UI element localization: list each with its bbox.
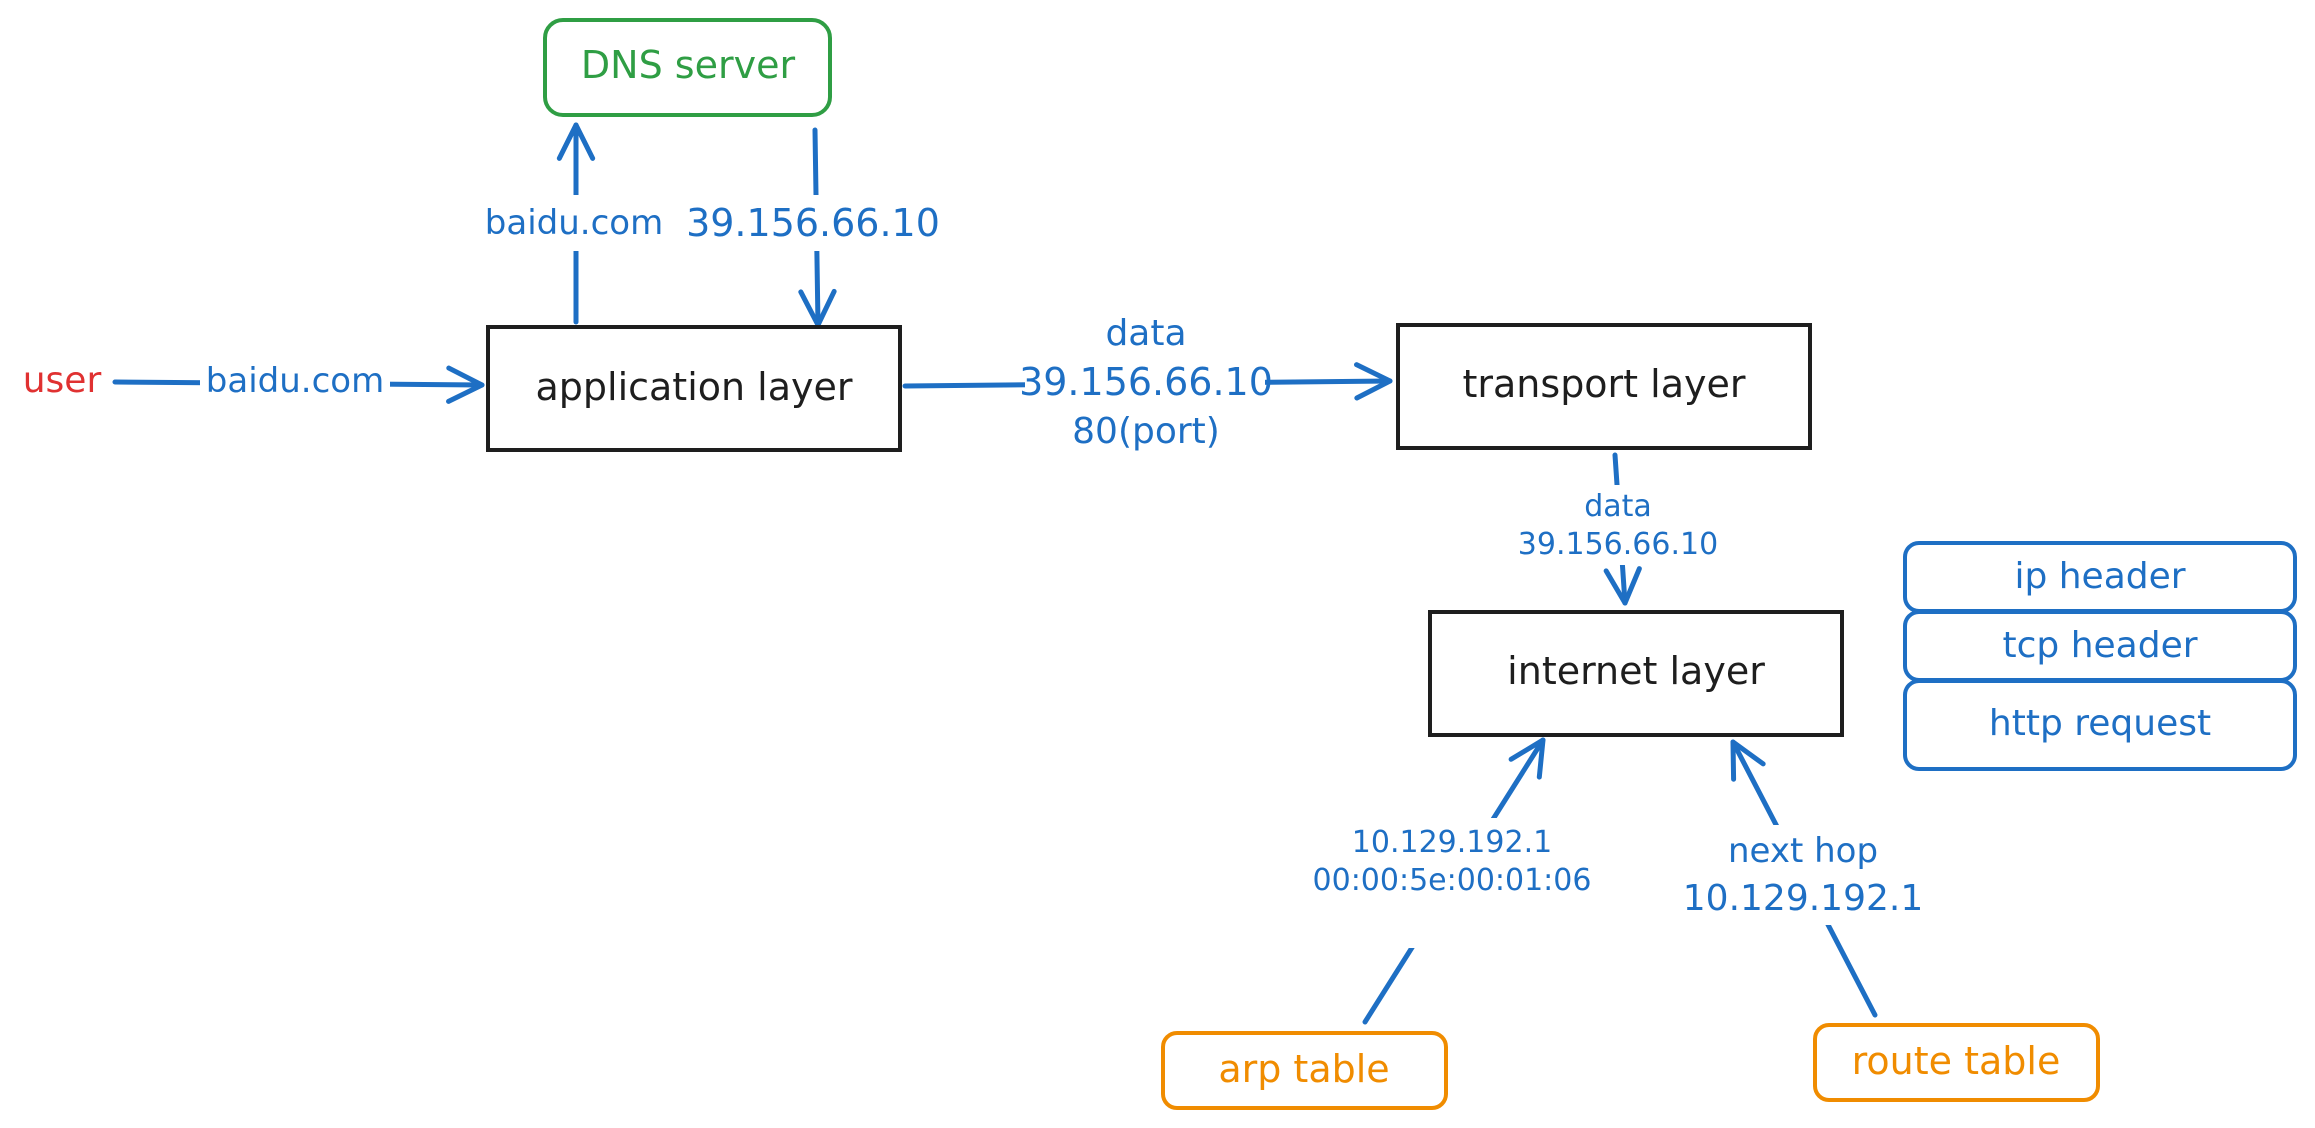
application-layer-frame [486,325,902,452]
internet-layer-label: internet layer [1507,649,1765,693]
app-to-transport-port-label: 80(port) [1072,411,1220,452]
arp-ip-label: 10.129.192.1 [1352,825,1552,860]
transport-to-internet-data-label: data [1584,489,1652,524]
application-layer-label: application layer [535,365,852,409]
route-table-box: route table [1813,1023,2100,1102]
app-to-transport-ip-label: 39.156.66.10 [1019,360,1273,404]
user-label: user [23,360,102,401]
internet-layer-box: internet layer [1428,610,1844,737]
dns-server-box: DNS server [543,18,832,117]
edge-labels: baidu.com baidu.com 39.156.66.10 data 39… [206,201,1923,919]
transport-layer-box: transport layer [1396,323,1812,450]
transport-to-internet-ip-label: 39.156.66.10 [1518,527,1718,562]
packet-http-request-label: http request [1989,703,2211,744]
route-ip-label: 10.129.192.1 [1683,878,1923,919]
app-to-dns-label: baidu.com [485,203,663,243]
packet-tcp-header-label: tcp header [2002,625,2197,666]
transport-layer-frame [1396,323,1812,450]
arp-mac-label: 00:00:5e:00:01:06 [1313,863,1592,898]
connectors [112,122,1878,1025]
transport-layer-label: transport layer [1463,362,1746,406]
label-backgrounds [200,195,1920,948]
dns-server-frame [543,18,832,117]
packet-stack: ip header tcp header http request [1903,541,2297,771]
internet-layer-frame [1428,610,1844,737]
route-next-hop-label: next hop [1728,831,1878,871]
route-table-label: route table [1852,1039,2061,1083]
route-table-frame [1813,1023,2100,1102]
dns-server-label: DNS server [581,43,796,87]
packet-http-request-frame [1903,679,2297,771]
app-to-transport-data-label: data [1105,313,1186,354]
dns-to-app-label: 39.156.66.10 [686,201,940,245]
arp-table-label: arp table [1218,1047,1389,1091]
user-to-app-label: baidu.com [206,361,384,401]
packet-ip-header-label: ip header [2014,556,2185,597]
application-layer-box: application layer [486,325,902,452]
arp-table-box: arp table [1161,1031,1448,1110]
arp-table-frame [1161,1031,1448,1110]
